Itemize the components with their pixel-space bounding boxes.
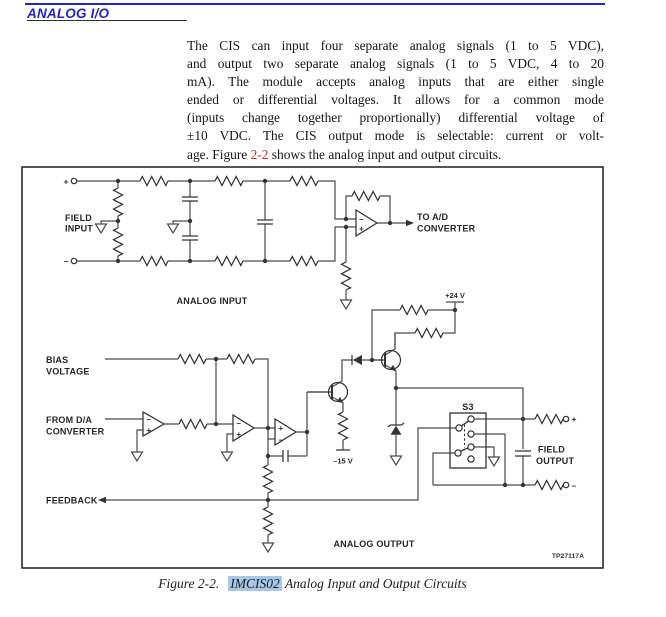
field-input-label-1: FIELD <box>65 213 92 223</box>
analog-input-label: ANALOG INPUT <box>177 296 248 306</box>
opamp-plus-sign: + <box>147 426 152 435</box>
from-da-label-1: FROM D/A <box>46 415 92 425</box>
paragraph-line: (inputs change together proportionally) … <box>187 110 604 126</box>
to-ad-arrow <box>406 219 414 227</box>
analog-input-wires <box>76 175 414 310</box>
drawing-number: TP27117A <box>552 553 584 560</box>
opamp-plus-sign: + <box>359 225 364 234</box>
figure-2-2-schematic: – + + – FIELD INPUT ANALOG INPUT TO A/D … <box>21 166 604 569</box>
figure-reference-link[interactable]: 2-2 <box>250 146 269 162</box>
figure-caption: Figure 2-2. IMCIS02 Analog Input and Outp… <box>21 576 604 592</box>
opamp-plus-sign: + <box>279 424 284 433</box>
circuit-diagram: – + + – FIELD INPUT ANALOG INPUT TO A/D … <box>21 166 604 569</box>
field-output-label-2: OUTPUT <box>536 456 575 466</box>
minus-15v-label: –15 V <box>333 457 353 466</box>
paragraph-line: ±10 VDC. The CIS output mode is selectab… <box>187 128 604 144</box>
analog-output-wires <box>98 301 564 553</box>
analog-output-label: ANALOG OUTPUT <box>333 539 414 549</box>
out-plus-sign: + <box>572 414 577 424</box>
feedback-arrow <box>98 496 106 504</box>
field-output-plus-terminal <box>562 415 570 423</box>
field-output-minus-terminal <box>562 481 570 489</box>
section-heading: ANALOG I/O <box>27 6 110 21</box>
s3-label: S3 <box>462 402 473 412</box>
transistor-q1 <box>380 349 402 371</box>
zener-diode <box>390 425 402 435</box>
paragraph-line: mA). The module accepts analog inputs th… <box>187 74 604 90</box>
paragraph-line: The CIS can input four separate analog s… <box>187 38 604 53</box>
in-plus-sign: + <box>64 177 69 187</box>
to-ad-label-2: CONVERTER <box>417 224 476 234</box>
opamp-minus-sign: – <box>279 436 284 445</box>
paragraph-text: age. Figure <box>187 146 251 162</box>
opamp-minus-sign: – <box>237 419 242 428</box>
caption-highlighted-term: IMCIS02 <box>228 576 282 591</box>
da-opamp-1: – + <box>142 410 166 438</box>
field-input-minus-terminal <box>70 257 78 265</box>
bias-label-2: VOLTAGE <box>46 367 90 377</box>
diode <box>352 355 362 365</box>
opamp-plus-sign: + <box>237 430 242 439</box>
heading-underline <box>27 20 187 22</box>
paragraph-line: age. Figure 2-2 shows the analog input a… <box>187 146 604 164</box>
paragraph-text: shows the analog input and output circui… <box>268 146 502 162</box>
s3-switch <box>449 412 487 469</box>
to-ad-label-1: TO A/D <box>417 212 449 222</box>
input-opamp: – + <box>355 208 379 238</box>
page-top-rule <box>25 3 605 5</box>
caption-text: Analog Input and Output Circuits <box>284 576 467 591</box>
da-opamp-2: – + <box>232 413 256 443</box>
opamp-minus-sign: – <box>359 215 364 224</box>
bias-label-1: BIAS <box>46 355 68 365</box>
plus-24v-label: +24 V <box>445 291 465 300</box>
da-opamp-3: + – <box>274 417 298 447</box>
field-output-label-1: FIELD <box>538 445 565 455</box>
field-input-label-2: INPUT <box>65 224 93 234</box>
opamp-minus-sign: – <box>147 415 152 424</box>
feedback-label: FEEDBACK <box>46 496 98 506</box>
in-minus-sign: – <box>64 256 69 266</box>
figure-border <box>21 166 604 569</box>
out-minus-sign: – <box>572 481 577 491</box>
field-input-plus-terminal <box>70 177 78 185</box>
paragraph-line: ended or differential voltages. It allow… <box>187 92 604 108</box>
paragraph-line: and output two separate analog signals (… <box>187 56 604 72</box>
body-paragraph: The CIS can input four separate analog s… <box>187 37 604 164</box>
caption-figure-number: Figure 2-2. <box>158 576 220 591</box>
transistor-q2 <box>327 381 349 403</box>
from-da-label-2: CONVERTER <box>46 427 105 437</box>
